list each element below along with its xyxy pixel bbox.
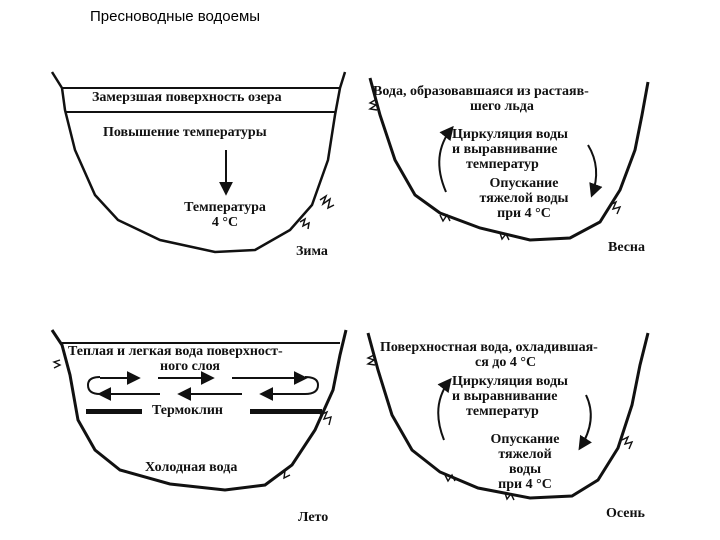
page-title: Пресноводные водоемы xyxy=(90,8,261,25)
summer-cold-label: Холодная вода xyxy=(145,460,238,475)
spring-sink-label: Опускание тяжелой воды при 4 °С xyxy=(462,176,586,221)
autumn-sink-line1: Опускание xyxy=(490,432,560,447)
winter-season-label: Зима xyxy=(296,244,328,259)
winter-temp-line1: Температура xyxy=(184,200,266,215)
autumn-basin xyxy=(366,332,650,501)
winter-temp-line2: 4 °C xyxy=(211,215,239,230)
spring-sink-line3: при 4 °С xyxy=(497,206,551,221)
autumn-sink-label: Опускание тяжелой воды при 4 °С xyxy=(470,432,580,492)
autumn-circ-line2: и выравнивание xyxy=(452,389,558,404)
spring-sink-line1: Опускание xyxy=(489,176,559,191)
spring-circ-line3: температур xyxy=(466,157,539,172)
summer-season-label: Лето xyxy=(298,510,329,525)
spring-circulation-label: Циркуляция воды и выравнивание температу… xyxy=(452,127,568,172)
summer-loop-right xyxy=(304,376,320,395)
autumn-circulation-label: Циркуляция воды и выравнивание температу… xyxy=(452,374,568,419)
autumn-cool-line2: ся до 4 °С xyxy=(475,355,537,370)
autumn-sink-line3: воды xyxy=(508,462,542,477)
spring-melt-line1: Вода, образовавшаяся из растаяв- xyxy=(373,84,589,99)
spring-season-label: Весна xyxy=(608,240,646,255)
spring-circ-line2: и выравнивание xyxy=(452,142,558,157)
autumn-sink-line4: при 4 °С xyxy=(498,477,552,492)
summer-warm-line1: Теплая и легкая вода поверхност- xyxy=(68,344,283,359)
spring-melt-line2: шего льда xyxy=(470,99,534,114)
spring-basin xyxy=(368,77,650,242)
spring-up-arrow xyxy=(438,125,454,193)
autumn-circ-line3: температур xyxy=(466,404,539,419)
thermocline-bar-right xyxy=(250,409,322,414)
winter-temp-label: Температура 4 °C xyxy=(170,200,280,230)
autumn-down-arrow xyxy=(578,394,592,451)
autumn-sink-line2: тяжелой xyxy=(498,447,552,462)
summer-loop-left xyxy=(86,376,101,395)
winter-rise-label: Повышение температуры xyxy=(103,125,267,140)
thermocline-label: Термоклин xyxy=(152,403,223,418)
summer-warm-line2: ного слоя xyxy=(160,359,220,374)
autumn-up-arrow xyxy=(437,377,452,441)
thermocline-bar-left xyxy=(86,409,142,414)
summer-basin xyxy=(50,329,348,492)
spring-down-arrow xyxy=(587,144,603,198)
winter-surface-label: Замерзшая поверхность озера xyxy=(92,90,282,105)
autumn-season-label: Осень xyxy=(606,506,645,521)
autumn-cool-line1: Поверхностная вода, охладившая- xyxy=(380,340,598,355)
spring-sink-line2: тяжелой воды xyxy=(479,191,569,206)
autumn-circ-line1: Циркуляция воды xyxy=(452,374,568,389)
winter-basin xyxy=(50,71,347,254)
spring-circ-line1: Циркуляция воды xyxy=(452,127,568,142)
